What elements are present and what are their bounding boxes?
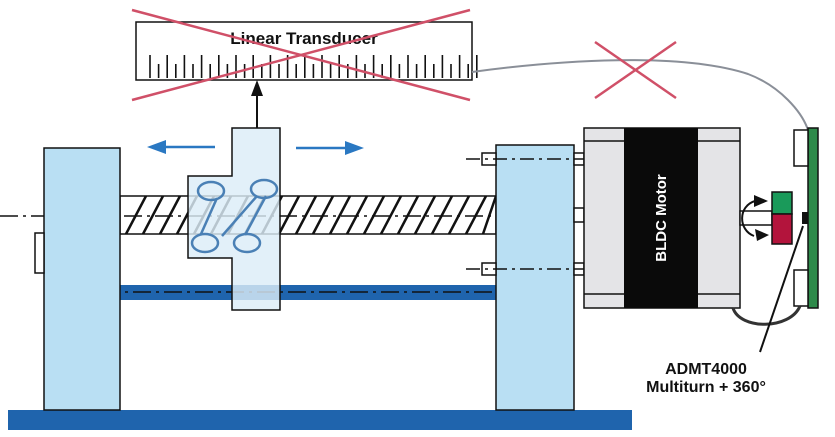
pcb-connector-bottom xyxy=(793,269,809,307)
linear-transducer-label: Linear Transducer xyxy=(230,29,378,48)
thread-line xyxy=(481,195,498,235)
thread-line xyxy=(430,195,454,235)
pcb-connector-top xyxy=(793,129,809,167)
motor-label: BLDC Motor xyxy=(653,174,670,262)
right-motion-arrow xyxy=(296,141,364,155)
thread-line xyxy=(362,195,386,235)
left-support xyxy=(43,147,121,411)
thread-line xyxy=(141,195,165,235)
rotation-arrow xyxy=(741,200,756,237)
thread-line xyxy=(328,195,352,235)
guide-rail xyxy=(118,285,496,300)
left-motion-arrow xyxy=(147,140,215,154)
pcb-cable-loop xyxy=(731,305,802,326)
thread-line xyxy=(413,195,437,235)
carriage-to-transducer-arrowhead xyxy=(251,80,263,96)
base-plate xyxy=(8,410,632,430)
thread-line xyxy=(396,195,420,235)
sensor-label-line2: Multiturn + 360° xyxy=(646,379,766,396)
lead-screw xyxy=(119,195,498,235)
thread-line xyxy=(294,195,318,235)
thread-line xyxy=(447,195,471,235)
left-support-tab xyxy=(34,232,45,274)
transducer-cross-out xyxy=(131,8,471,102)
thread-line xyxy=(311,195,335,235)
motor-core xyxy=(624,128,698,308)
ruler-ticks xyxy=(149,55,478,78)
motor-shaft xyxy=(739,210,773,226)
ball-nut-circles xyxy=(190,178,279,254)
thread-line xyxy=(124,195,148,235)
sensor-chip xyxy=(802,212,808,224)
thread-line xyxy=(158,195,182,235)
magnet-red-half xyxy=(771,213,793,245)
magnet-green-half xyxy=(771,191,793,215)
coupler-stub-mid xyxy=(573,207,585,223)
sensor-callout-line xyxy=(759,225,804,353)
thread-line xyxy=(464,195,488,235)
right-support xyxy=(495,144,575,411)
cable-cross-out xyxy=(594,40,677,100)
sensor-pcb xyxy=(807,127,819,309)
thread-line xyxy=(379,195,403,235)
thread-line xyxy=(277,195,301,235)
transducer-cable xyxy=(471,59,809,131)
sensor-label-line1: ADMT4000 xyxy=(665,361,747,378)
carriage-body xyxy=(187,127,281,311)
thread-line xyxy=(345,195,369,235)
